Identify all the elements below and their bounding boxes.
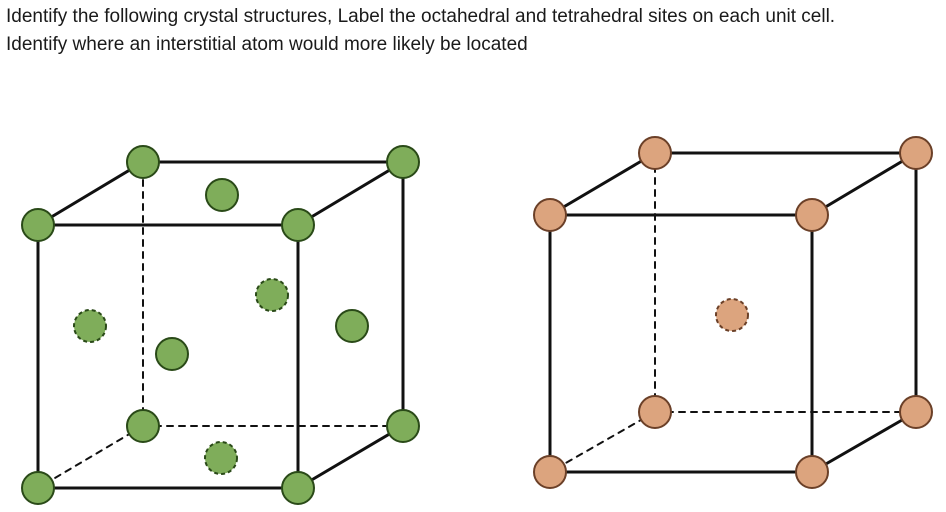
hidden-edge-depth [37, 425, 144, 489]
right-unit-cell [533, 136, 933, 489]
hidden-edge-depth [549, 411, 656, 473]
corner-atom-front-top-right [281, 208, 315, 242]
right-face-atom [335, 309, 369, 343]
corner-atom-back-bottom-right [899, 395, 933, 429]
depth-edge-bottom-right [296, 424, 405, 490]
corner-atom-front-top-left [21, 208, 55, 242]
corner-atom-back-top-left [126, 145, 160, 179]
corner-atom-front-top-left [533, 198, 567, 232]
corner-atom-back-bottom-left [126, 409, 160, 443]
bottom-face-atom [204, 441, 238, 475]
corner-atom-front-bottom-right [281, 471, 315, 505]
question-line-1: Identify the following crystal structure… [6, 6, 836, 27]
left-unit-cell [21, 145, 420, 505]
question-line-2: Identify where an interstitial atom woul… [6, 34, 528, 55]
depth-edge-top-right [810, 151, 918, 217]
question-text: Identify the following crystal structure… [6, 3, 942, 59]
corner-atom-front-top-right [795, 198, 829, 232]
left-face-atom [73, 309, 107, 343]
top-face-atom [205, 178, 239, 212]
corner-atom-front-bottom-right [795, 455, 829, 489]
depth-edge-bottom-right [810, 410, 918, 474]
body-center-atom [715, 298, 749, 332]
corner-atom-back-top-right [899, 136, 933, 170]
corner-atom-front-bottom-left [533, 455, 567, 489]
corner-atom-back-top-right [386, 145, 420, 179]
back-face-atom [255, 278, 289, 312]
corner-atom-front-bottom-left [21, 471, 55, 505]
corner-atom-back-bottom-right [386, 409, 420, 443]
corner-atom-back-top-left [638, 136, 672, 170]
depth-edge-top-right [296, 160, 405, 227]
corner-atom-back-bottom-left [638, 395, 672, 429]
front-face-atom [155, 337, 189, 371]
depth-edge-top-left [36, 160, 145, 227]
depth-edge-top-left [548, 151, 657, 217]
